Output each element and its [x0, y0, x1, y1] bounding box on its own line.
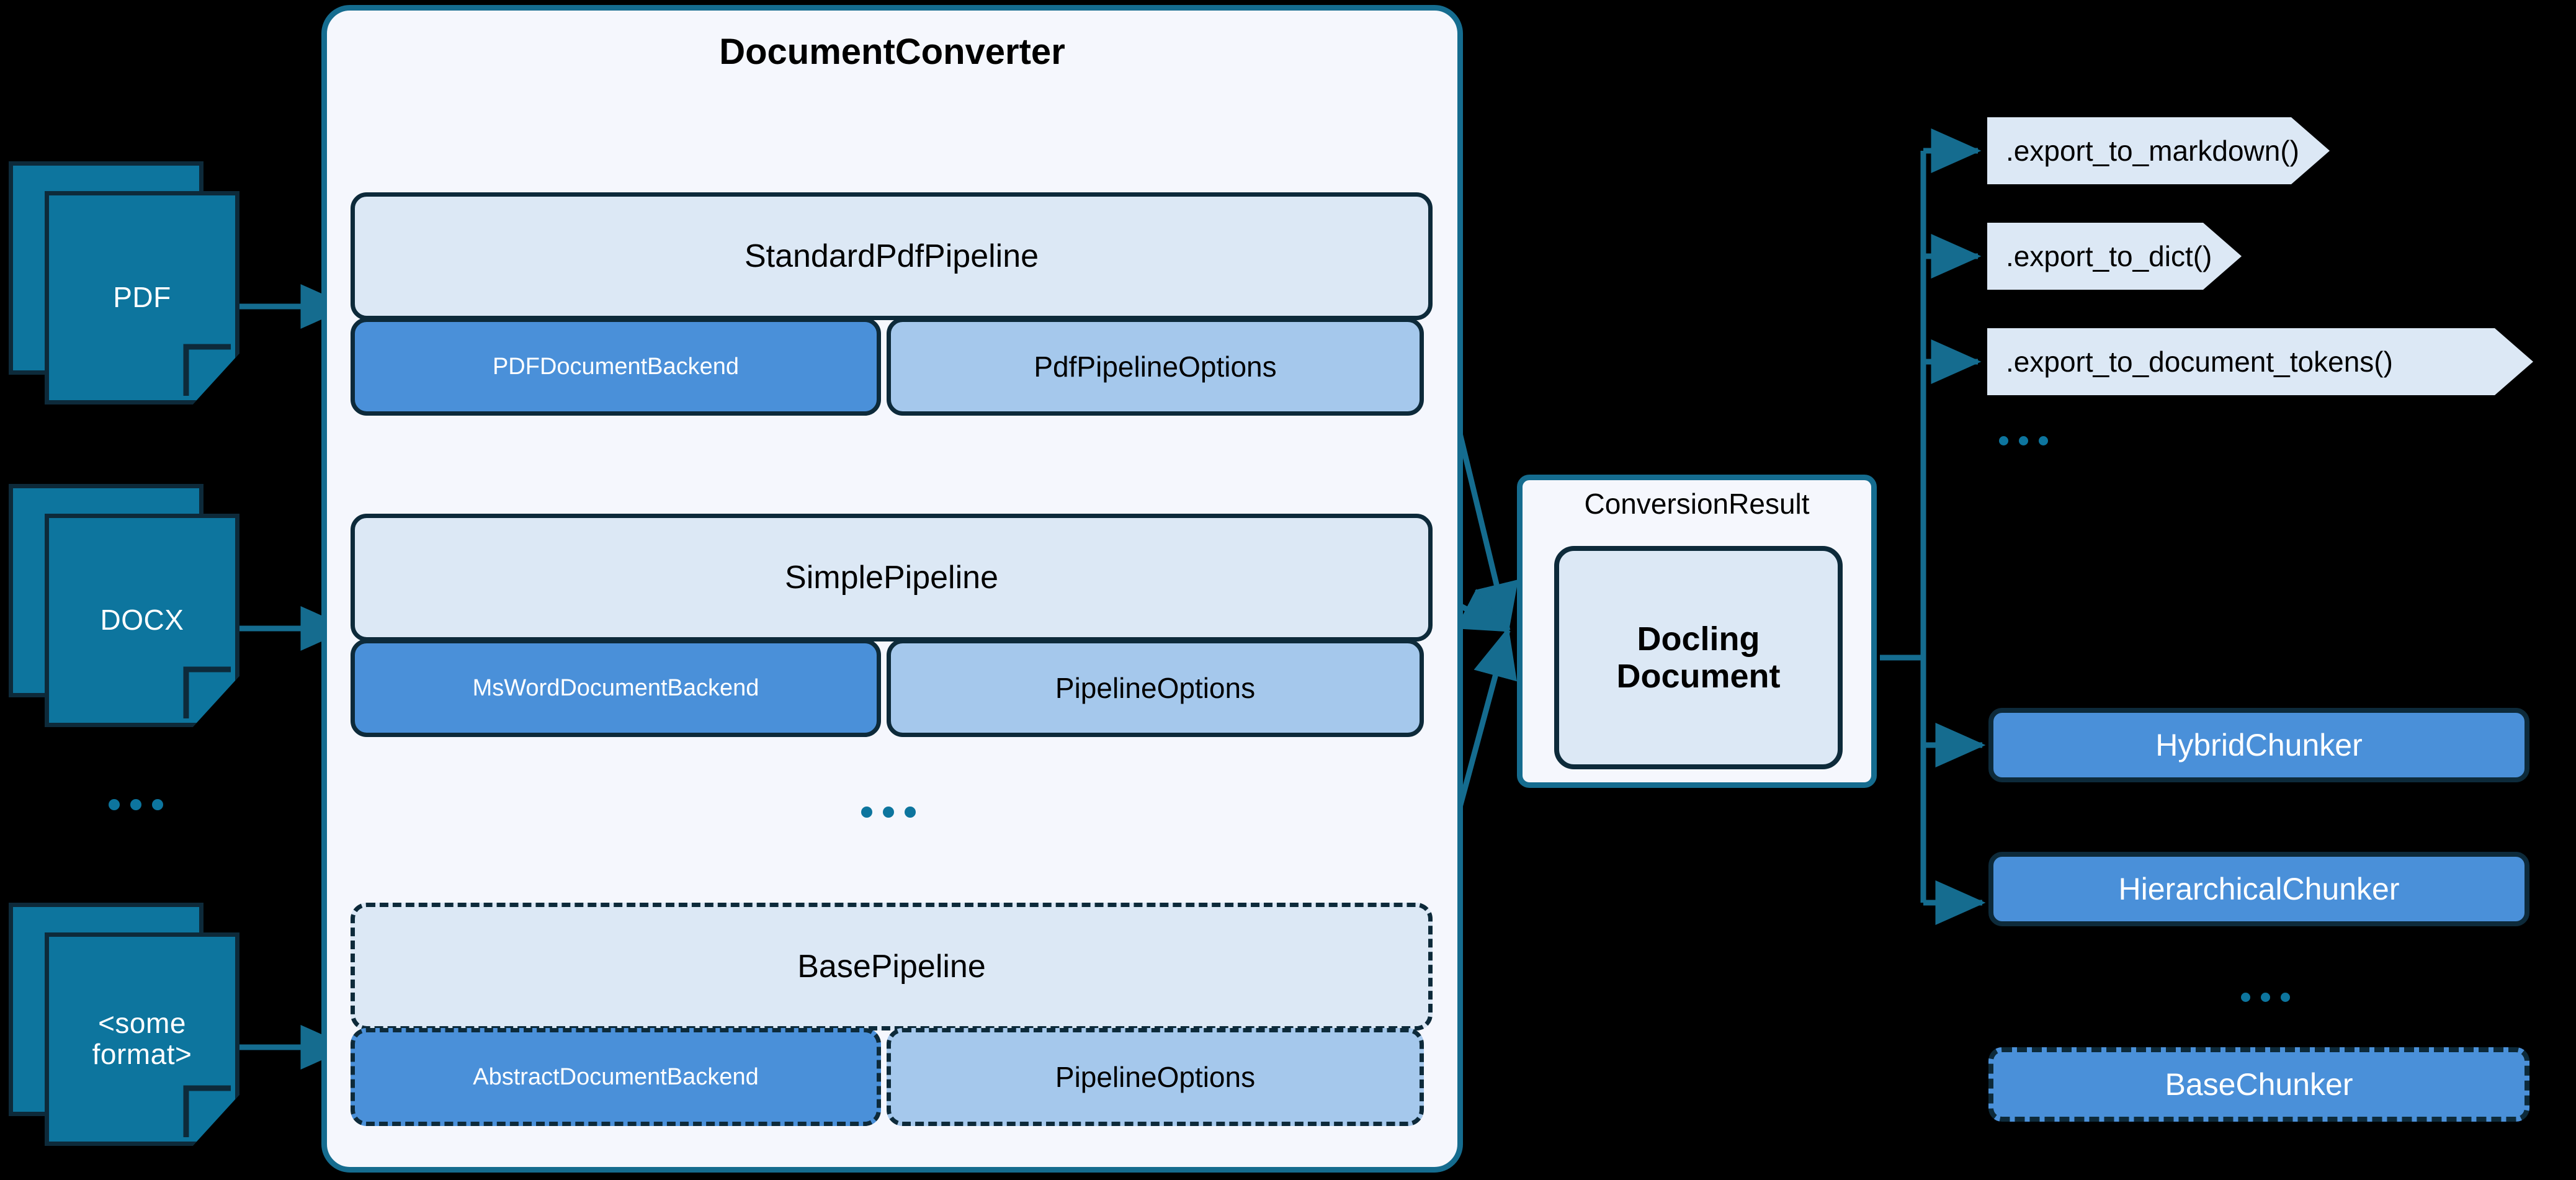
pipeline-name: SimplePipeline: [351, 514, 1433, 641]
pipelines-ellipsis: [861, 807, 916, 818]
document-converter-title: DocumentConverter: [719, 32, 1065, 72]
pipeline-options: PdfPipelineOptions: [887, 318, 1424, 416]
conversion-result-title: ConversionResult: [1584, 488, 1810, 520]
export-method-label: .export_to_dict(): [2006, 240, 2212, 272]
export-method-label: .export_to_document_tokens(): [2006, 346, 2393, 378]
chunker-label: HierarchicalChunker: [2118, 872, 2400, 906]
pipeline-backend: PDFDocumentBackend: [351, 318, 881, 416]
chunker-label: HybridChunker: [2155, 728, 2363, 762]
pipeline-backend: AbstractDocumentBackend: [351, 1028, 881, 1126]
pipeline-options: PipelineOptions: [887, 1028, 1424, 1126]
pipeline-base[interactable]: BasePipeline AbstractDocumentBackend Pip…: [351, 903, 1433, 1126]
input-documents-ellipsis: [109, 799, 163, 810]
export-methods-ellipsis: [1999, 436, 2048, 445]
input-document-label: PDF: [113, 281, 171, 314]
export-method-dict[interactable]: .export_to_dict(): [1987, 223, 2242, 290]
pipeline-backend: MsWordDocumentBackend: [351, 639, 881, 737]
export-method-markdown[interactable]: .export_to_markdown(): [1987, 117, 2330, 184]
pipeline-standard-pdf[interactable]: StandardPdfPipeline PDFDocumentBackend P…: [351, 192, 1433, 416]
document-sheet-front-icon: PDF: [45, 191, 239, 405]
chunkers-ellipsis: [2241, 993, 2290, 1002]
chunker-base[interactable]: BaseChunker: [1988, 1047, 2529, 1122]
chunker-hybrid[interactable]: HybridChunker: [1988, 708, 2529, 782]
export-method-label: .export_to_markdown(): [2006, 135, 2299, 167]
chunker-hierarchical[interactable]: HierarchicalChunker: [1988, 852, 2529, 926]
document-sheet-front-icon: DOCX: [45, 514, 239, 727]
input-document-label: DOCX: [100, 604, 184, 637]
pipeline-name: BasePipeline: [351, 903, 1433, 1030]
pipeline-name: StandardPdfPipeline: [351, 192, 1433, 320]
export-method-document-tokens[interactable]: .export_to_document_tokens(): [1987, 328, 2533, 395]
pipeline-simple[interactable]: SimplePipeline MsWordDocumentBackend Pip…: [351, 514, 1433, 737]
chunker-label: BaseChunker: [2165, 1067, 2353, 1102]
pipeline-options: PipelineOptions: [887, 639, 1424, 737]
